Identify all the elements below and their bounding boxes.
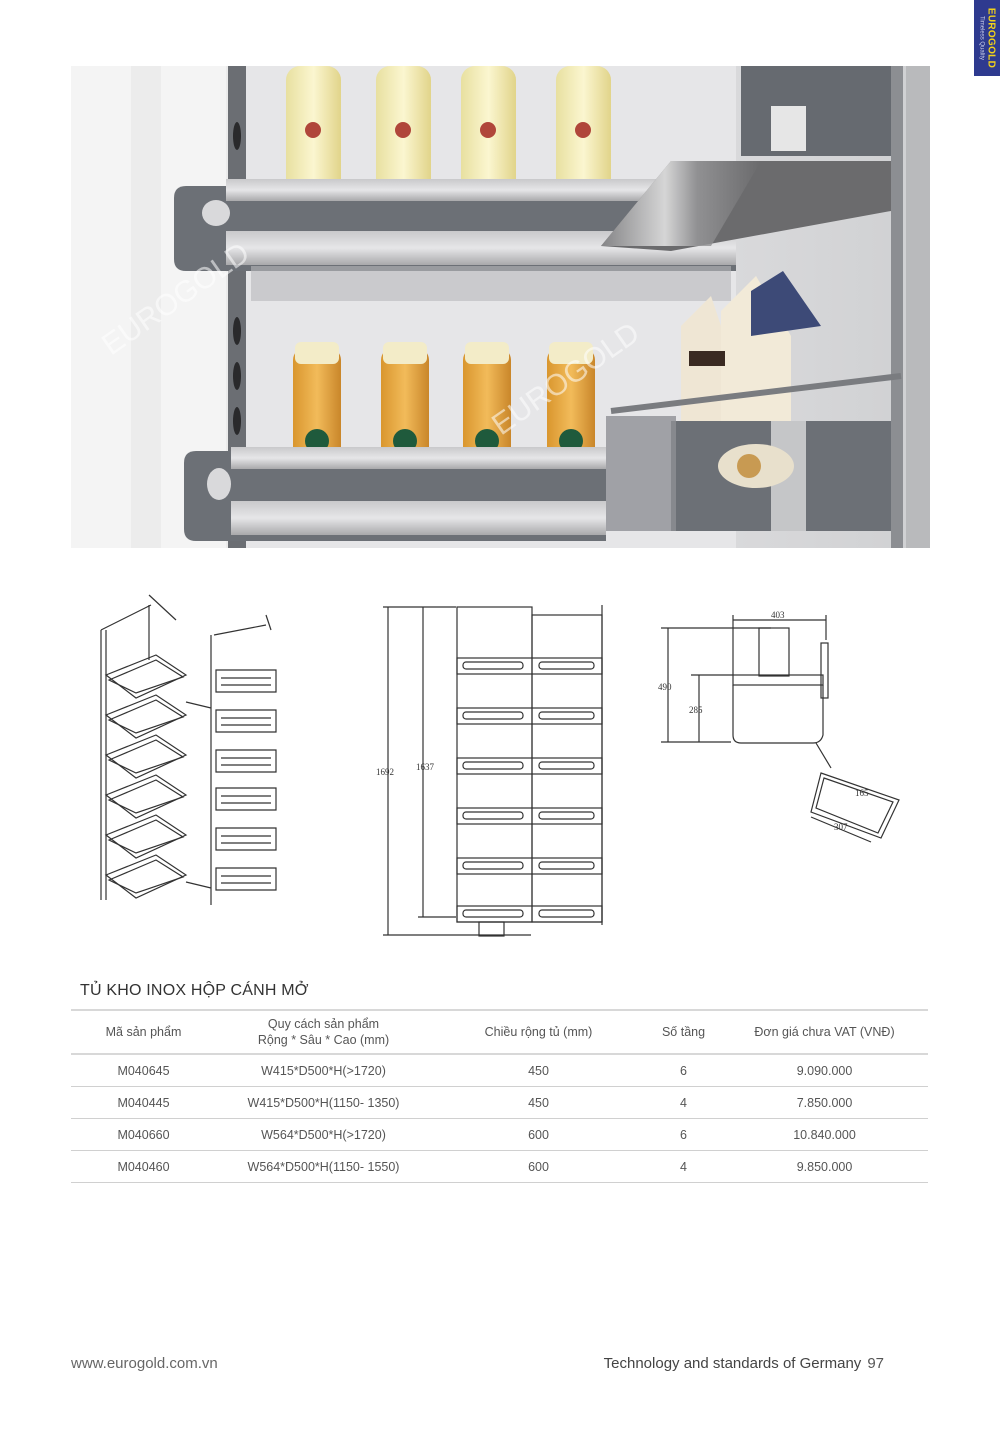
section-title: TỦ KHO INOX HỘP CÁNH MỞ (80, 982, 309, 999)
header-spec: Quy cách sản phẩm Rộng * Sâu * Cao (mm) (216, 1009, 431, 1055)
cell-code: M040460 (71, 1150, 216, 1183)
dimension-1692: 1692 (376, 767, 394, 777)
dimension-403: 403 (771, 610, 785, 620)
cell-price: 9.090.000 (721, 1054, 928, 1087)
cell-width: 450 (431, 1054, 646, 1087)
cell-price: 9.850.000 (721, 1150, 928, 1183)
brand-tab: EUROGOLD Timeless Quality (974, 0, 1000, 76)
cell-spec: W564*D500*H(>1720) (216, 1118, 431, 1151)
dimension-165: 165 (855, 788, 869, 798)
cell-width: 600 (431, 1150, 646, 1183)
cell-tiers: 6 (646, 1118, 721, 1151)
cell-price: 10.840.000 (721, 1118, 928, 1151)
header-price: Đơn giá chưa VAT (VNĐ) (721, 1009, 928, 1055)
footer-slogan: Technology and standards of Germany (603, 1355, 862, 1372)
price-table: Mã sản phẩm Quy cách sản phẩm Rộng * Sâu… (71, 1009, 928, 1183)
table-row: M040460 W564*D500*H(1150- 1550) 600 4 9.… (71, 1150, 928, 1183)
dimension-1637: 1637 (416, 762, 435, 772)
table-header-row: Mã sản phẩm Quy cách sản phẩm Rộng * Sâu… (71, 1009, 928, 1055)
page-number: 97 (867, 1355, 884, 1372)
cell-code: M040645 (71, 1054, 216, 1087)
cell-spec: W564*D500*H(1150- 1550) (216, 1150, 431, 1183)
brand-name: EUROGOLD (985, 7, 997, 69)
table-row: M040445 W415*D500*H(1150- 1350) 450 4 7.… (71, 1086, 928, 1119)
footer-slogan-block: Technology and standards of Germany 97 (604, 1355, 884, 1372)
front-view-drawing (383, 605, 603, 937)
cell-price: 7.850.000 (721, 1086, 928, 1119)
hero-product-photo: EUROGOLD EUROGOLD (71, 66, 930, 548)
dimension-490: 490 (658, 682, 672, 692)
header-spec-line2: Rộng * Sâu * Cao (mm) (257, 1033, 390, 1047)
isometric-drawing (100, 594, 277, 905)
cell-spec: W415*D500*H(1150- 1350) (216, 1086, 431, 1119)
cell-tiers: 4 (646, 1150, 721, 1183)
dimension-307: 307 (834, 822, 848, 832)
cell-spec: W415*D500*H(>1720) (216, 1054, 431, 1087)
table-row: M040660 W564*D500*H(>1720) 600 6 10.840.… (71, 1118, 928, 1151)
cell-width: 600 (431, 1118, 646, 1151)
header-tiers: Số tầng (646, 1009, 721, 1055)
cell-width: 450 (431, 1086, 646, 1119)
header-spec-line1: Quy cách sản phẩm (267, 1017, 380, 1031)
cell-code: M040660 (71, 1118, 216, 1151)
cell-code: M040445 (71, 1086, 216, 1119)
cell-tiers: 4 (646, 1086, 721, 1119)
brand-tagline: Timeless Quality (978, 15, 985, 61)
top-view-drawing (661, 615, 900, 843)
header-code: Mã sản phẩm (71, 1009, 216, 1055)
cell-tiers: 6 (646, 1054, 721, 1087)
table-row: M040645 W415*D500*H(>1720) 450 6 9.090.0… (71, 1054, 928, 1087)
footer-website: www.eurogold.com.vn (71, 1355, 218, 1372)
header-width: Chiều rộng tủ (mm) (431, 1009, 646, 1055)
technical-drawings: 1692 1637 403 490 285 165 307 (71, 580, 930, 950)
dimension-285: 285 (689, 705, 703, 715)
